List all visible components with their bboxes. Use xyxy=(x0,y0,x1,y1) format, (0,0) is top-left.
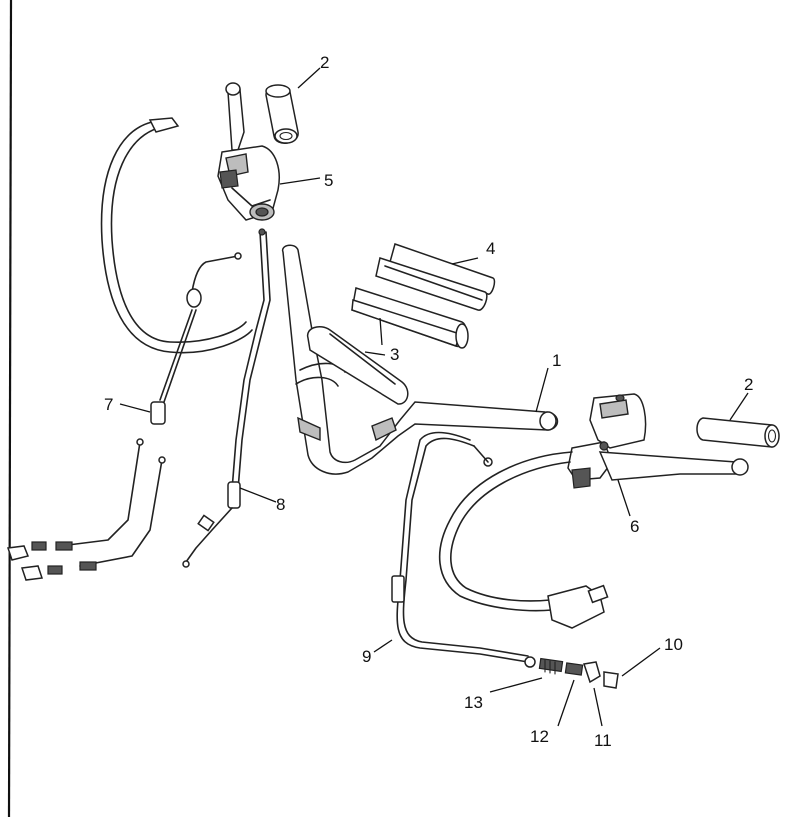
callout-6: 6 xyxy=(630,517,639,536)
page-border-line xyxy=(7,0,13,817)
right-lever-assembly xyxy=(567,393,749,489)
grip-left xyxy=(265,84,299,144)
callout-numbers: 1 2 2 3 4 5 6 7 8 9 10 11 12 13 xyxy=(104,53,753,750)
callout-2-left: 2 xyxy=(320,53,329,72)
callout-2-right: 2 xyxy=(744,375,753,394)
handlebar-pads xyxy=(351,243,496,349)
callout-5: 5 xyxy=(324,171,333,190)
handlebar xyxy=(281,244,559,475)
adjuster-parts xyxy=(538,657,619,689)
callout-9: 9 xyxy=(362,647,371,666)
grip-right xyxy=(696,417,780,448)
left-small-cables xyxy=(6,438,166,581)
callout-12: 12 xyxy=(530,727,549,746)
left-switch-assembly xyxy=(217,82,280,221)
callout-3: 3 xyxy=(390,345,399,364)
callout-7: 7 xyxy=(104,395,113,414)
cable-7 xyxy=(150,252,242,425)
cable-8 xyxy=(182,228,271,568)
callout-11: 11 xyxy=(594,731,612,750)
callout-13: 13 xyxy=(464,693,483,712)
leader-lines xyxy=(119,67,749,727)
callout-10: 10 xyxy=(664,635,683,654)
callout-8: 8 xyxy=(276,495,285,514)
left-harness-cable xyxy=(100,117,253,354)
callout-1: 1 xyxy=(552,351,561,370)
right-harness-cable xyxy=(438,451,609,629)
cable-9 xyxy=(391,431,536,668)
callout-4: 4 xyxy=(486,239,495,258)
